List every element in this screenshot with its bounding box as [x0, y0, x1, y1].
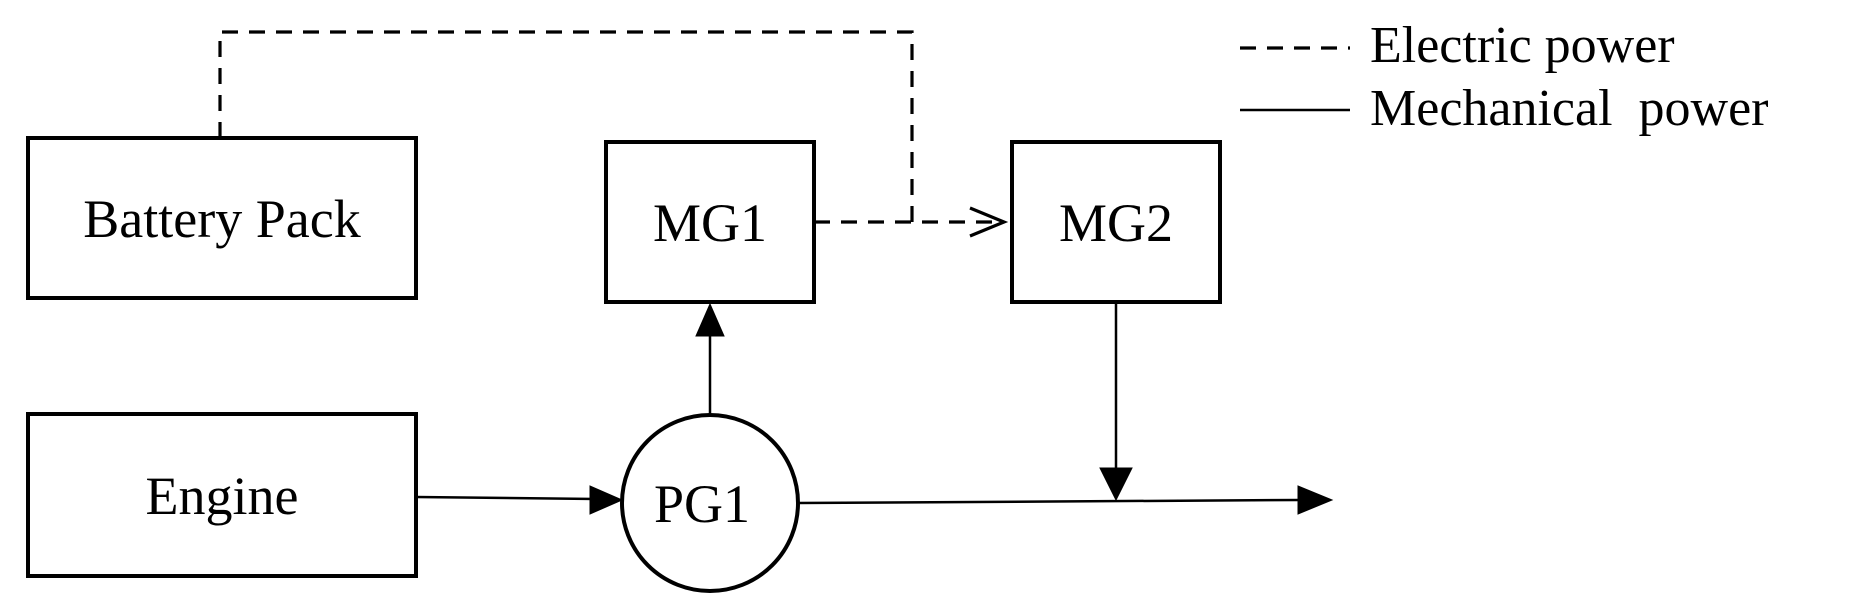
- mg1-block: MG1: [604, 140, 816, 304]
- mg2-label: MG2: [1059, 193, 1173, 253]
- mg1-label: MG1: [653, 193, 767, 253]
- pg1-node: PG1: [620, 413, 800, 593]
- electric-path-battery-to-mg2: [218, 30, 914, 222]
- arrowhead-output: [1297, 485, 1334, 515]
- legend: Electric power Mechanical power: [1240, 17, 1768, 137]
- legend-mechanical-label: Mechanical power: [1370, 80, 1768, 137]
- legend-electric-label: Electric power: [1370, 17, 1675, 74]
- mechanical-output-shaft: [797, 498, 1301, 505]
- arrowhead-shaft-junction: [1099, 467, 1133, 502]
- engine-block: Engine: [26, 412, 418, 578]
- arrowhead-mg1-input: [695, 302, 725, 337]
- mg2-block: MG2: [1010, 140, 1222, 304]
- engine-label: Engine: [146, 466, 299, 526]
- electric-arrowhead-mg2: [969, 206, 1009, 238]
- battery-pack-block: Battery Pack: [26, 136, 418, 300]
- pg1-label: PG1: [654, 474, 750, 534]
- battery-pack-label: Battery Pack: [83, 189, 360, 249]
- mechanical-engine-to-pg1: [415, 495, 597, 501]
- arrowhead-pg1-input: [589, 485, 624, 515]
